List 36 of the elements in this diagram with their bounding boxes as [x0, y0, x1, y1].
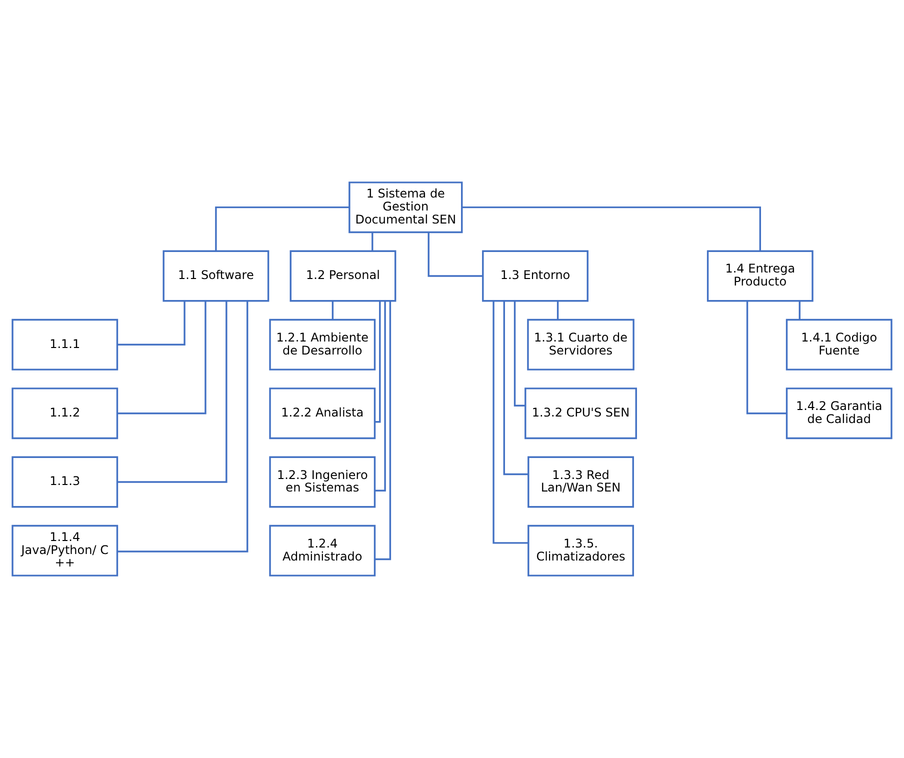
- connector: [117, 300, 248, 552]
- node-box: 1.1.1: [12, 318, 118, 370]
- node-box: 1.2 Personal: [290, 250, 396, 302]
- connector: [514, 300, 526, 406]
- node-box: 1.4.2 Garantia de Calidad: [786, 388, 892, 440]
- node-box: 1.2.1 Ambiente de Desarrollo: [269, 318, 376, 370]
- node-box: 1.1.2: [12, 388, 118, 440]
- connector: [117, 301, 186, 346]
- node-box: 1.3 Entorno: [482, 250, 588, 302]
- connector: [798, 301, 800, 320]
- connector: [428, 232, 483, 277]
- connector: [556, 301, 559, 320]
- node-box: 1.3.2 CPU'S SEN: [524, 388, 637, 440]
- node-box: 1.3.5. Climatizadores: [528, 524, 634, 576]
- node-box: 1.1 Software: [162, 250, 270, 302]
- node-box: 1.2.3 Ingeniero en Sistemas: [269, 456, 376, 508]
- connector: [462, 206, 762, 251]
- node-box: 1.1.4 Java/Python/ C ++: [12, 524, 118, 576]
- node-box: 1.4.1 Codigo Fuente: [786, 318, 892, 370]
- node-box: 1.2.2 Analista: [269, 388, 376, 440]
- node-box: 1 Sistema de Gestion Documental SEN: [348, 182, 463, 234]
- connector: [375, 301, 381, 423]
- connector: [372, 232, 374, 252]
- connector: [746, 301, 787, 414]
- connector: [215, 206, 350, 251]
- connector: [118, 301, 206, 414]
- connector: [492, 301, 528, 544]
- connector: [374, 301, 386, 492]
- node-box: 1.1.3: [12, 456, 118, 508]
- node-box: 1.4 Entrega Producto: [706, 250, 814, 302]
- node-box: 1.3.3 Red Lan/Wan SEN: [528, 456, 634, 508]
- connector: [117, 301, 228, 483]
- node-box: 1.3.1 Cuarto de Servidores: [527, 318, 634, 370]
- connector: [332, 301, 334, 320]
- connector: [503, 301, 528, 476]
- node-box: 1.2.4 Administrado: [269, 524, 376, 576]
